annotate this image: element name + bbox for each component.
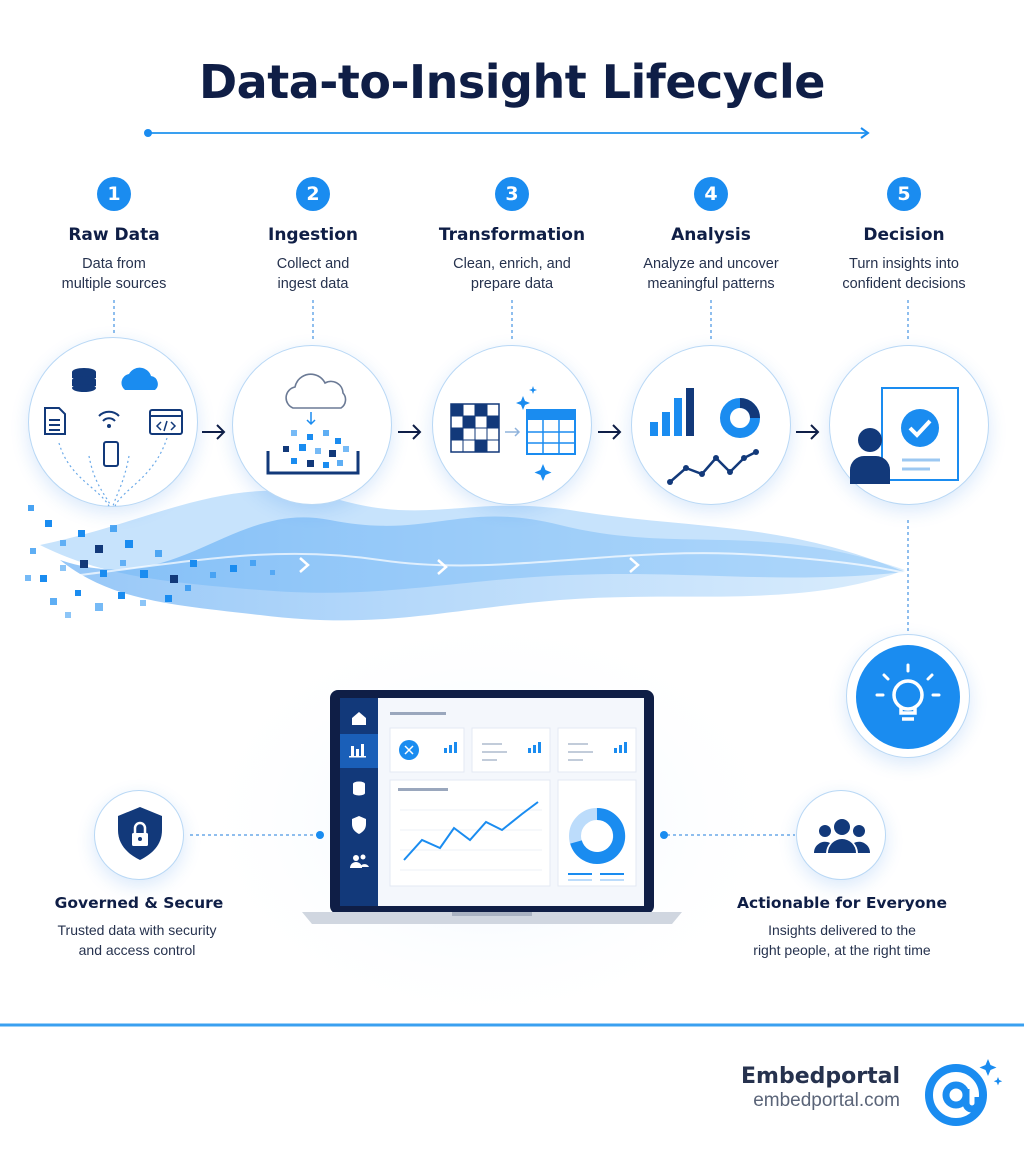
- home-icon: [352, 712, 366, 725]
- dashboard-screen: [302, 690, 682, 924]
- flow-arrows: [202, 424, 820, 440]
- cloud-ingest-icon: [266, 373, 360, 475]
- shield-lock-icon: [118, 807, 162, 860]
- step-1-title: Raw Data: [68, 225, 160, 245]
- bar-chart-nav-icon: [349, 744, 366, 758]
- governed-title: Governed & Secure: [54, 894, 224, 912]
- data-flow-wave: [40, 490, 906, 621]
- page-title: Data-to-Insight Lifecycle: [199, 55, 826, 109]
- step-4-title: Analysis: [671, 225, 751, 245]
- step-5-title: Decision: [863, 225, 945, 245]
- database-nav-icon: [353, 781, 365, 796]
- actionable-title: Actionable for Everyone: [737, 894, 947, 912]
- data-pixels: [25, 505, 275, 618]
- ingestion-circle: [232, 345, 392, 505]
- decision-circle: [829, 345, 989, 505]
- raw-sources-icon: [44, 367, 183, 507]
- insight-circle: [846, 634, 970, 758]
- raw-data-circle: [28, 337, 198, 507]
- step-2-title: Ingestion: [268, 225, 358, 245]
- users-group-icon: [813, 819, 871, 853]
- analytics-chart-icon: [650, 388, 760, 485]
- users-nav-icon: [350, 854, 369, 868]
- step-1-number: 1: [97, 177, 131, 211]
- shield-nav-icon: [352, 816, 366, 834]
- at-sign-logo: [918, 1055, 1004, 1130]
- transformation-circle: [432, 345, 592, 505]
- analysis-circle: [631, 345, 791, 505]
- actionable-circle: [796, 790, 886, 880]
- step-3-number: 3: [495, 177, 529, 211]
- step-3-title: Transformation: [438, 225, 586, 245]
- timeline-line: [144, 127, 870, 139]
- brand-name: Embedportal: [741, 1064, 900, 1089]
- step-4-number: 4: [694, 177, 728, 211]
- lightbulb-icon: [856, 645, 960, 749]
- step-5-number: 5: [887, 177, 921, 211]
- governed-circle: [94, 790, 184, 880]
- laptop-dashboard: [302, 690, 682, 930]
- step-2-number: 2: [296, 177, 330, 211]
- grid-transform-icon: [450, 386, 576, 481]
- brand-url[interactable]: embedportal.com: [753, 1090, 900, 1111]
- step-connectors: [113, 300, 909, 836]
- decision-approval-icon: [850, 387, 959, 484]
